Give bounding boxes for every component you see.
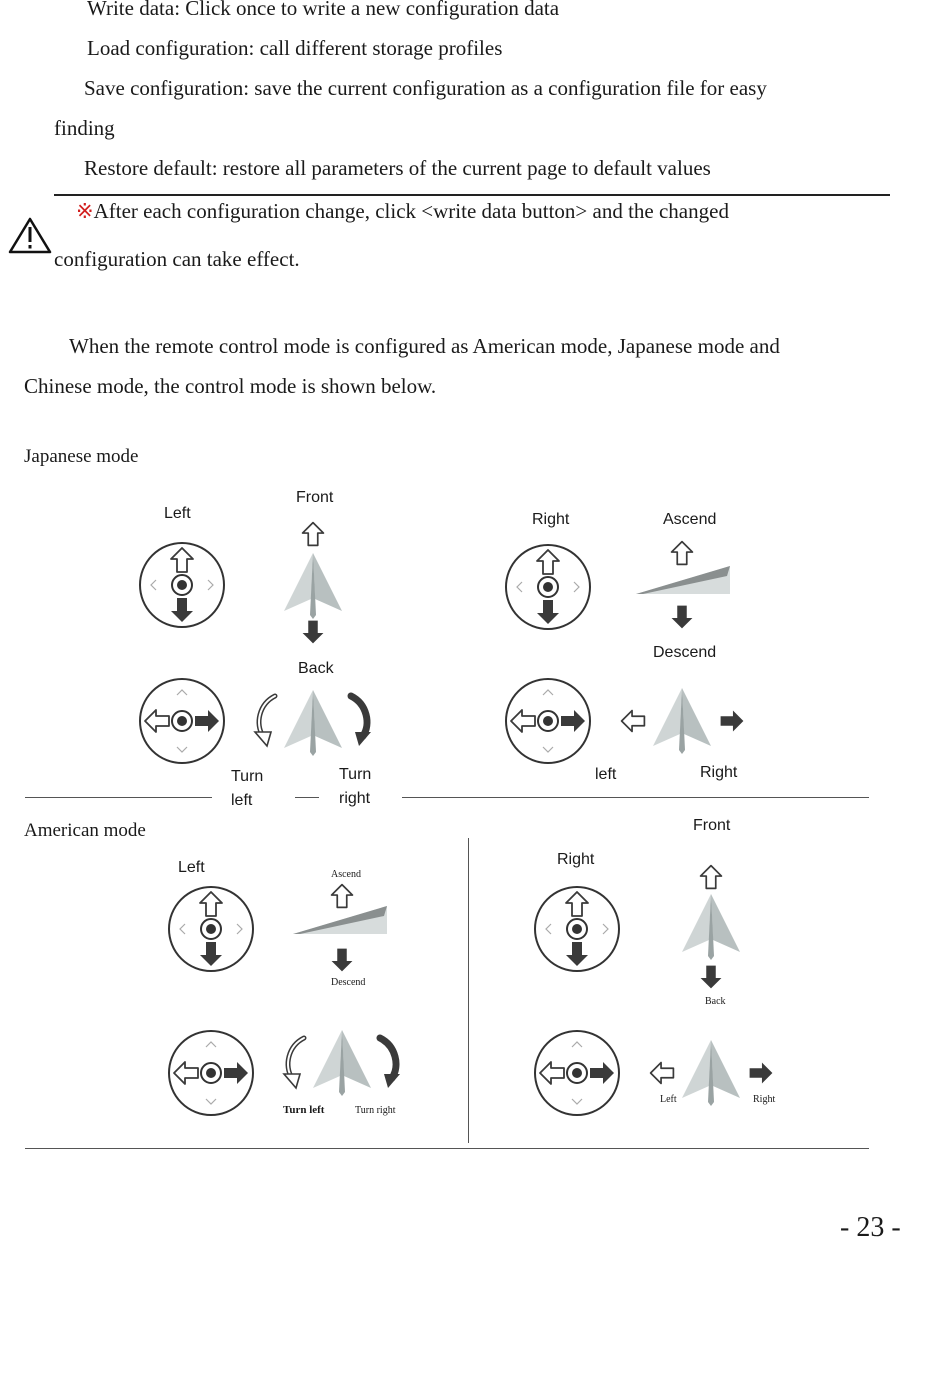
separator-line <box>295 797 319 798</box>
paper-plane-icon <box>284 690 342 756</box>
intro-paragraph-cont: Chinese mode, the control mode is shown … <box>24 374 437 398</box>
arrow-icon <box>649 1061 675 1085</box>
arrow-icon <box>302 620 324 644</box>
intro-paragraph: When the remote control mode is configur… <box>69 334 780 358</box>
jp-descend-label: Descend <box>653 644 717 661</box>
joystick-icon <box>505 678 591 764</box>
jp-turn-left-label-1: Turn <box>231 768 264 785</box>
us-back-label: Back <box>705 996 726 1007</box>
us-turn-right-label: Turn right <box>355 1105 396 1116</box>
us-left-label: Left <box>178 859 205 876</box>
paper-plane-icon <box>682 894 740 960</box>
us-ascend-label: Ascend <box>331 869 361 880</box>
paper-plane-icon <box>313 1030 371 1096</box>
vertical-separator <box>468 838 469 1143</box>
joystick-icon <box>168 1030 254 1116</box>
rotate-arrow-icon <box>282 1035 307 1090</box>
jp-right-label: Right <box>532 511 570 528</box>
arrow-icon <box>620 709 646 733</box>
us-right-label: Right <box>557 851 595 868</box>
japanese-mode-title: Japanese mode <box>24 446 139 467</box>
arrow-icon <box>670 540 694 566</box>
american-mode-title: American mode <box>24 820 146 841</box>
note-line: ※After each configuration change, click … <box>76 199 729 224</box>
arrow-icon <box>749 1062 773 1084</box>
jp-turn-left-label-2: left <box>231 792 253 809</box>
joystick-icon <box>505 544 591 630</box>
joystick-icon <box>534 1030 620 1116</box>
paper-plane-icon <box>682 1040 740 1106</box>
arrow-icon <box>330 883 354 909</box>
rotate-arrow-icon <box>376 1034 400 1088</box>
jp-front-label: Front <box>296 489 334 506</box>
paper-plane-icon <box>653 688 711 754</box>
write-data-line: Write data: Click once to write a new co… <box>87 0 560 20</box>
jp-left-lower-label: left <box>595 766 617 783</box>
paper-plane-side-icon <box>636 566 730 594</box>
joystick-icon <box>168 886 254 972</box>
joystick-icon <box>534 886 620 972</box>
joystick-icon <box>139 542 225 628</box>
jp-turn-right-label-2: right <box>339 790 371 807</box>
rotate-arrow-icon <box>253 693 278 748</box>
save-config-line-cont: finding <box>54 116 115 140</box>
separator-line <box>25 1148 869 1149</box>
jp-turn-right-label-1: Turn <box>339 766 372 783</box>
arrow-icon <box>301 521 325 547</box>
restore-default-line: Restore default: restore all parameters … <box>84 156 711 180</box>
us-turn-left-label: Turn left <box>283 1104 325 1116</box>
note-line-cont: configuration can take effect. <box>54 247 300 271</box>
joystick-icon <box>139 678 225 764</box>
note-mark: ※ <box>76 199 94 223</box>
arrow-icon <box>671 605 693 629</box>
separator-line <box>25 797 212 798</box>
arrow-icon <box>699 864 723 890</box>
note-text: After each configuration change, click <… <box>93 199 729 223</box>
separator-line <box>402 797 869 798</box>
us-left-lower-label: Left <box>660 1094 677 1105</box>
us-front-label: Front <box>693 817 731 834</box>
paper-plane-icon <box>284 553 342 619</box>
paper-plane-side-icon <box>293 906 387 934</box>
us-right-lower-label: Right <box>753 1094 776 1105</box>
jp-back-label: Back <box>298 660 334 677</box>
page-number: - 23 - <box>840 1212 901 1243</box>
save-config-line: Save configuration: save the current con… <box>84 76 767 100</box>
jp-right-lower-label: Right <box>700 764 738 781</box>
jp-ascend-label: Ascend <box>663 511 717 528</box>
us-descend-label: Descend <box>331 977 366 988</box>
arrow-icon <box>700 965 722 989</box>
rotate-arrow-icon <box>347 692 371 746</box>
arrow-icon <box>331 948 353 972</box>
load-config-line: Load configuration: call different stora… <box>87 36 503 60</box>
arrow-icon <box>720 710 744 732</box>
divider <box>54 194 890 196</box>
jp-left-label: Left <box>164 505 191 522</box>
